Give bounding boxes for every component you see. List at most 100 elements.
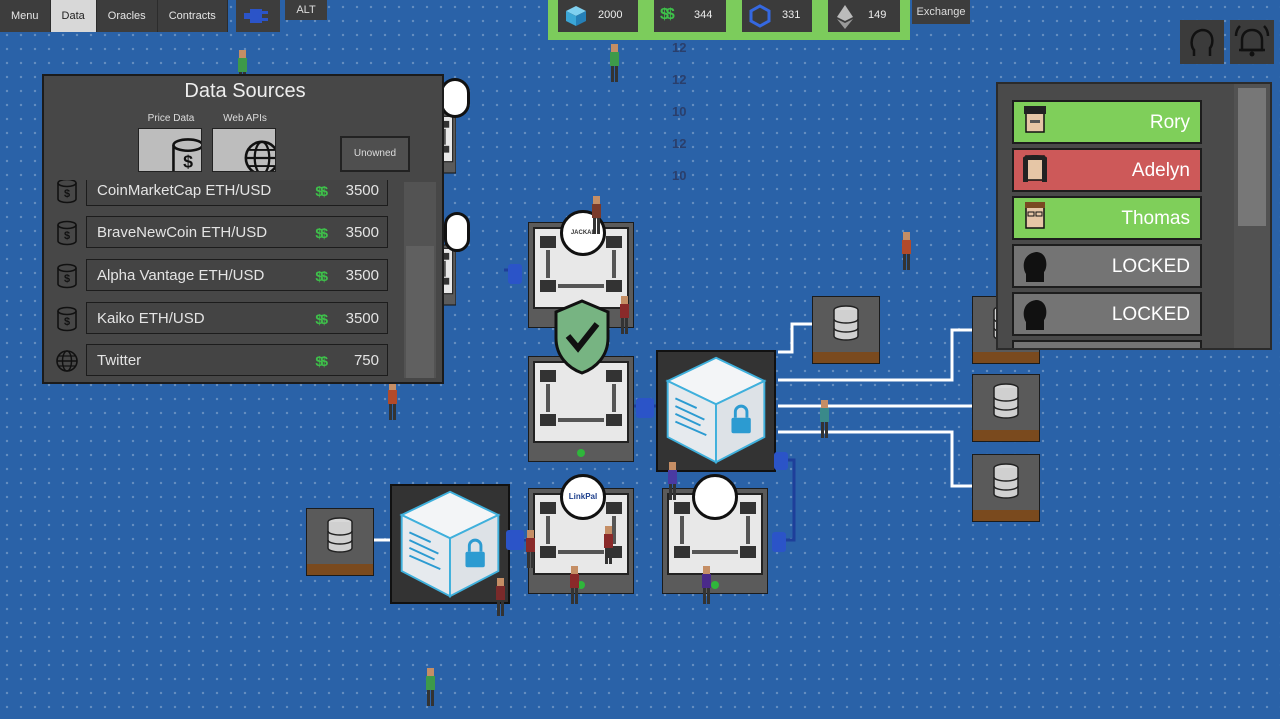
head-icon bbox=[1190, 28, 1214, 56]
alerts-button[interactable] bbox=[1230, 20, 1274, 64]
contract-cube-icon bbox=[658, 352, 774, 468]
silhouette-icon bbox=[1023, 252, 1047, 282]
list-item[interactable]: Alpha Vantage ETH/USD $$ 3500 bbox=[44, 259, 404, 293]
list-scrollbar-thumb[interactable] bbox=[406, 246, 434, 378]
price-data-tab[interactable] bbox=[138, 128, 202, 172]
resource-link: 331 bbox=[742, 0, 812, 32]
resource-value: 2000 bbox=[598, 9, 623, 21]
data-sources-panel: Data Sources Price Data Web APIs Unowned… bbox=[42, 74, 444, 384]
person-icon bbox=[818, 400, 830, 440]
exchange-button[interactable]: Exchange bbox=[912, 0, 970, 24]
data-source-row[interactable]: Twitter $$ 750 bbox=[86, 344, 388, 376]
source-name: CoinMarketCap ETH/USD bbox=[97, 182, 272, 199]
player-card[interactable]: Rory bbox=[1012, 100, 1202, 144]
nav-contracts[interactable]: Contracts bbox=[157, 0, 228, 32]
player-card-locked[interactable]: LOCKED bbox=[1012, 292, 1202, 336]
player-card-locked[interactable] bbox=[1012, 340, 1202, 348]
player-card[interactable]: Adelyn bbox=[1012, 148, 1202, 192]
panel-title: Data Sources bbox=[184, 80, 306, 102]
storage-database-icon[interactable] bbox=[972, 454, 1040, 522]
person-icon bbox=[666, 462, 678, 502]
smart-contract[interactable] bbox=[656, 350, 776, 472]
nav-oracles[interactable]: Oracles bbox=[96, 0, 158, 32]
database-dollar-icon bbox=[54, 263, 80, 289]
player-card[interactable]: Thomas bbox=[1012, 196, 1202, 240]
source-price: 3500 bbox=[345, 310, 379, 327]
verified-shield-icon[interactable] bbox=[552, 298, 612, 376]
world-number: 12 bbox=[672, 40, 687, 55]
storage-database-icon[interactable] bbox=[306, 508, 374, 576]
source-name: BraveNewCoin ETH/USD bbox=[97, 224, 268, 241]
database-dollar-icon bbox=[54, 220, 80, 246]
jackal-badge-label: JACKAL bbox=[570, 230, 596, 236]
person-icon bbox=[900, 232, 912, 272]
resource-value: 331 bbox=[782, 9, 801, 21]
resource-eth: 149 bbox=[828, 0, 900, 32]
hexagon-icon bbox=[749, 4, 771, 28]
plug-connector-icon bbox=[508, 264, 522, 284]
plug-connector-icon bbox=[774, 452, 788, 470]
unowned-filter-button[interactable]: Unowned bbox=[340, 136, 410, 172]
person-icon bbox=[700, 566, 712, 606]
player-name: Adelyn bbox=[1131, 160, 1190, 181]
source-name: Twitter bbox=[97, 352, 142, 369]
list-item[interactable]: CoinMarketCap ETH/USD $$ 3500 bbox=[44, 180, 404, 208]
data-source-row[interactable]: Alpha Vantage ETH/USD $$ 3500 bbox=[86, 259, 388, 291]
world-number: 12 bbox=[672, 136, 687, 151]
resource-money: $$ 344 bbox=[654, 0, 726, 32]
bell-icon bbox=[1234, 25, 1270, 57]
plug-connector-icon bbox=[772, 532, 786, 552]
node-badge-icon bbox=[444, 212, 470, 252]
player-scrollbar-thumb[interactable] bbox=[1238, 88, 1266, 226]
person-icon bbox=[602, 526, 614, 566]
database-dollar-icon bbox=[139, 129, 201, 171]
player-name: LOCKED bbox=[1111, 304, 1190, 325]
globe-icon bbox=[213, 129, 275, 171]
source-price: 750 bbox=[353, 352, 379, 369]
smart-contract[interactable] bbox=[390, 484, 510, 604]
data-source-row[interactable]: BraveNewCoin ETH/USD $$ 3500 bbox=[86, 216, 388, 248]
nav-menu[interactable]: Menu bbox=[0, 0, 51, 32]
player-name: Thomas bbox=[1121, 208, 1190, 229]
linkpal-badge-label: LinkPal bbox=[568, 492, 598, 501]
dollar-icon: $$ bbox=[315, 353, 327, 369]
world-number: 12 bbox=[672, 72, 687, 87]
world-number: 10 bbox=[672, 104, 687, 119]
source-name: Alpha Vantage ETH/USD bbox=[97, 267, 265, 284]
avatar bbox=[1023, 155, 1047, 182]
category-label: Price Data bbox=[147, 113, 195, 124]
alt-button[interactable]: ALT bbox=[285, 0, 327, 20]
source-price: 3500 bbox=[345, 182, 379, 199]
data-source-row[interactable]: Kaiko ETH/USD $$ 3500 bbox=[86, 302, 388, 334]
avatar bbox=[1025, 202, 1045, 229]
data-source-row[interactable]: CoinMarketCap ETH/USD $$ 3500 bbox=[86, 180, 388, 206]
list-item[interactable]: Kaiko ETH/USD $$ 3500 bbox=[44, 302, 404, 336]
person-icon bbox=[424, 668, 436, 708]
dollar-icon: $$ bbox=[315, 225, 327, 241]
resource-value: 149 bbox=[868, 9, 887, 21]
player-name: Rory bbox=[1149, 112, 1190, 133]
list-item[interactable]: BraveNewCoin ETH/USD $$ 3500 bbox=[44, 216, 404, 250]
player-name: LOCKED bbox=[1111, 256, 1190, 277]
contract-cube-icon bbox=[392, 486, 508, 602]
resource-blocks: 2000 bbox=[558, 0, 638, 32]
list-item[interactable]: Twitter $$ 750 bbox=[44, 344, 404, 378]
plug-icon bbox=[244, 9, 268, 23]
ethereum-icon bbox=[837, 5, 853, 29]
person-icon bbox=[494, 578, 506, 618]
dollar-icon: $$ bbox=[660, 6, 675, 23]
data-source-list: CoinMarketCap ETH/USD $$ 3500 BraveNewCo… bbox=[44, 180, 404, 380]
connect-button[interactable] bbox=[236, 0, 280, 32]
world-number: 10 bbox=[672, 168, 687, 183]
nav-data[interactable]: Data bbox=[50, 0, 97, 32]
top-nav: Menu Data Oracles Contracts bbox=[0, 0, 228, 32]
storage-database-icon[interactable] bbox=[812, 296, 880, 364]
person-icon bbox=[568, 566, 580, 606]
dollar-icon: $$ bbox=[315, 183, 327, 199]
plug-connector-icon bbox=[506, 530, 524, 550]
web-apis-tab[interactable] bbox=[212, 128, 276, 172]
player-card-locked[interactable]: LOCKED bbox=[1012, 244, 1202, 288]
storage-database-icon[interactable] bbox=[972, 374, 1040, 442]
resource-value: 344 bbox=[694, 9, 713, 21]
profile-button[interactable] bbox=[1180, 20, 1224, 64]
